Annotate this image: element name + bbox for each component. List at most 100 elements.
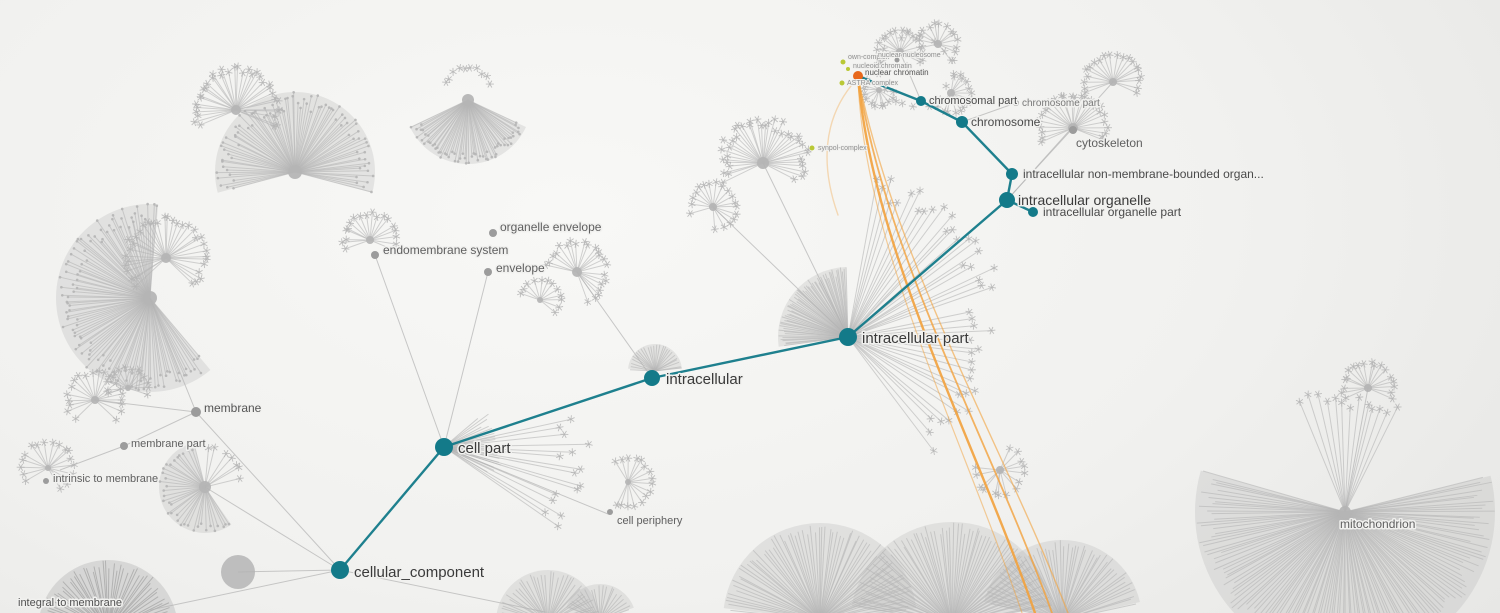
fan-spoke bbox=[834, 585, 900, 613]
leaf-dot bbox=[185, 373, 188, 377]
asterisk-node-icon bbox=[198, 234, 205, 241]
node-own_complex[interactable] bbox=[840, 59, 846, 65]
fan-spoke bbox=[576, 271, 589, 303]
cluster-hub-node[interactable] bbox=[996, 466, 1004, 474]
cluster-hub-node[interactable] bbox=[288, 165, 302, 179]
fan-spoke bbox=[204, 486, 230, 525]
cluster-hub-node[interactable] bbox=[45, 465, 51, 471]
asterisk-node-icon bbox=[531, 277, 538, 284]
cluster-hub-node[interactable] bbox=[366, 236, 374, 244]
node-non_membrane_organelle[interactable] bbox=[1006, 168, 1018, 180]
label-cell_part: cell part bbox=[458, 440, 511, 457]
fan-spoke bbox=[204, 453, 227, 488]
node-cell_part[interactable] bbox=[435, 438, 453, 456]
fan-spoke bbox=[165, 216, 168, 259]
fan-spoke bbox=[847, 190, 921, 338]
fan-spoke bbox=[149, 297, 159, 386]
asterisk-node-icon bbox=[803, 151, 812, 154]
leaf-dot bbox=[71, 328, 75, 332]
node-intracellular_part[interactable] bbox=[839, 328, 857, 346]
leaf-dot bbox=[302, 97, 306, 101]
asterisk-node-icon bbox=[1324, 397, 1330, 405]
fan-spoke bbox=[797, 531, 819, 613]
node-cellular_component[interactable] bbox=[331, 561, 349, 579]
fan-spoke bbox=[654, 351, 673, 372]
fan-spoke bbox=[853, 601, 906, 613]
cluster-hub-node[interactable] bbox=[231, 105, 241, 115]
fan-spoke bbox=[847, 336, 931, 419]
node-membrane_part[interactable] bbox=[120, 442, 128, 450]
fan-spoke bbox=[727, 155, 764, 164]
leaf-dot bbox=[271, 103, 274, 107]
fan-spoke bbox=[1040, 126, 1074, 129]
fan-spoke bbox=[1367, 369, 1386, 389]
asterisk-node-icon bbox=[27, 443, 36, 448]
label-membrane_part: membrane part bbox=[131, 438, 206, 450]
fan-spoke bbox=[631, 362, 656, 372]
node-chromosome_part[interactable] bbox=[1013, 100, 1019, 106]
fan-spoke bbox=[733, 584, 804, 613]
node-intracellular_organelle_part[interactable] bbox=[1028, 207, 1038, 217]
label-cell_periphery: cell periphery bbox=[617, 515, 683, 527]
asterisk-node-icon bbox=[950, 73, 958, 80]
leaf-dot bbox=[74, 347, 78, 351]
leaf-dot bbox=[334, 118, 338, 121]
fan-spoke bbox=[1312, 511, 1346, 613]
fan-spoke bbox=[654, 344, 661, 372]
node-endomembrane_system[interactable] bbox=[371, 251, 379, 259]
fan-spoke bbox=[1075, 587, 1131, 613]
fan-spoke bbox=[165, 229, 195, 259]
cluster-hub-node[interactable] bbox=[161, 253, 171, 263]
cluster-hub-node[interactable] bbox=[934, 40, 942, 48]
asterisk-node-icon bbox=[1390, 384, 1399, 389]
node-cytoskeleton[interactable] bbox=[1069, 126, 1077, 134]
leaf-dot bbox=[503, 137, 506, 140]
node-chromosomal_part[interactable] bbox=[916, 96, 926, 106]
asterisk-node-icon bbox=[942, 83, 950, 89]
node-envelope[interactable] bbox=[484, 268, 492, 276]
cluster-hub-node[interactable] bbox=[625, 479, 631, 485]
cluster-fan bbox=[158, 441, 232, 533]
cluster-hub-node[interactable] bbox=[462, 94, 474, 106]
node-organelle_envelope[interactable] bbox=[489, 229, 497, 237]
fan-spoke bbox=[847, 210, 925, 338]
asterisk-node-icon bbox=[916, 44, 924, 51]
node-synpol_complex[interactable] bbox=[809, 145, 815, 151]
node-nuclear_chromatin[interactable] bbox=[853, 71, 863, 81]
asterisk-node-icon bbox=[342, 245, 349, 253]
node-cell_periphery[interactable] bbox=[607, 509, 613, 515]
node-chromosome[interactable] bbox=[956, 116, 968, 128]
fan-spoke bbox=[1203, 511, 1346, 547]
fan-spoke bbox=[197, 109, 237, 117]
asterisk-node-icon bbox=[70, 378, 79, 382]
cluster-fan bbox=[1195, 470, 1495, 613]
cluster-hub-node[interactable] bbox=[947, 89, 955, 97]
leaf-dot bbox=[168, 370, 172, 374]
node-nucleoid_chromatin[interactable] bbox=[846, 67, 850, 71]
fan-spoke bbox=[552, 577, 575, 613]
node-intracellular[interactable] bbox=[644, 370, 660, 386]
fan-spoke bbox=[120, 226, 151, 299]
fan-spoke bbox=[294, 106, 322, 173]
label-mitochondrion: mitochondrion bbox=[1340, 517, 1415, 531]
fan-spoke bbox=[1041, 114, 1074, 129]
node-astra_complex[interactable] bbox=[839, 80, 845, 86]
node-intracellular_organelle[interactable] bbox=[999, 192, 1015, 208]
fan-spoke bbox=[576, 247, 597, 273]
cluster-hub-node[interactable] bbox=[537, 297, 543, 303]
node-nuclear_nucleosome[interactable] bbox=[894, 57, 900, 63]
asterisk-node-icon bbox=[75, 372, 81, 380]
cluster-hub-node[interactable] bbox=[125, 385, 131, 391]
node-intrinsic_to_membrane[interactable] bbox=[43, 478, 49, 484]
cluster-hub-node[interactable] bbox=[876, 87, 882, 93]
asterisk-node-icon bbox=[732, 134, 741, 140]
asterisk-node-icon bbox=[889, 95, 897, 101]
asterisk-node-icon bbox=[918, 29, 927, 32]
asterisk-node-icon bbox=[718, 185, 727, 188]
fan-spoke bbox=[600, 585, 604, 613]
node-membrane[interactable] bbox=[191, 407, 201, 417]
fan-spoke bbox=[118, 369, 129, 389]
leaf-dot bbox=[419, 128, 423, 132]
